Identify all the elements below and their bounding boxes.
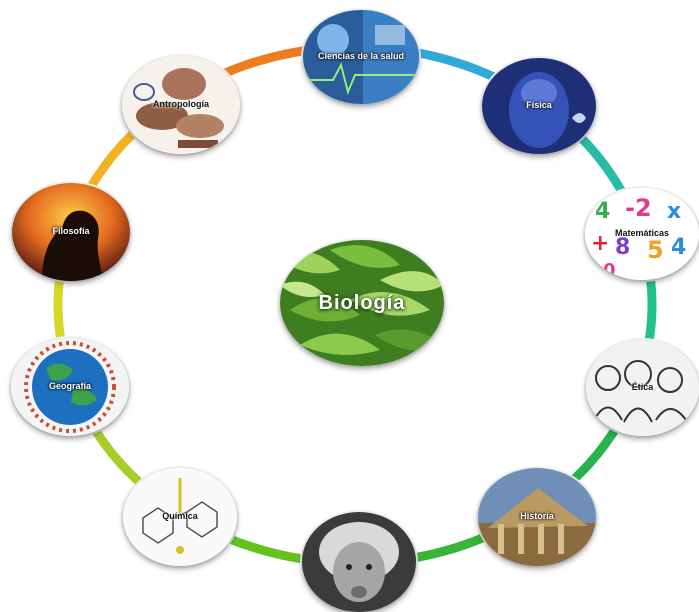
node-antropologia[interactable]: Antropología xyxy=(122,56,240,154)
svg-text:5: 5 xyxy=(647,236,664,264)
node-label: Ética xyxy=(631,382,654,393)
node-label: Química xyxy=(162,511,198,522)
svg-text:+: + xyxy=(591,231,609,256)
node-etica[interactable]: Ética xyxy=(586,340,699,436)
node-label: Matemáticas xyxy=(614,228,670,239)
numbers-image: 4 -2 x + 8 5 4 0 xyxy=(585,188,699,280)
node-label: Antropología xyxy=(153,99,209,110)
node-quimica[interactable]: Química xyxy=(123,468,237,566)
svg-text:-2: -2 xyxy=(625,194,652,222)
node-geografia[interactable]: Geografía xyxy=(11,338,129,436)
node-label: Historia xyxy=(520,511,554,522)
history-ruins-image xyxy=(478,468,596,566)
node-ciencias-de-la-salud[interactable]: Ciencias de la salud xyxy=(303,10,419,104)
physics-image xyxy=(482,58,596,154)
skulls-image xyxy=(122,56,240,154)
node-einstein-portrait[interactable] xyxy=(302,512,416,612)
svg-text:4: 4 xyxy=(595,199,610,224)
svg-text:8: 8 xyxy=(615,235,630,260)
svg-text:x: x xyxy=(667,199,681,224)
node-label: Física xyxy=(526,100,552,111)
node-historia[interactable]: Historia xyxy=(478,468,596,566)
health-science-image xyxy=(303,10,419,104)
molecule-image xyxy=(123,468,237,566)
node-label: Ciencias de la salud xyxy=(317,51,405,62)
node-label: Geografía xyxy=(48,381,91,392)
node-filosofia[interactable]: Filosofía xyxy=(12,183,130,281)
leaves-image xyxy=(280,240,444,366)
center-node-biologia[interactable]: Biología xyxy=(280,240,444,366)
einstein-portrait-image xyxy=(302,512,416,612)
svg-text:0: 0 xyxy=(603,260,616,280)
svg-text:4: 4 xyxy=(671,235,686,260)
node-matematicas[interactable]: 4 -2 x + 8 5 4 0 Matemáticas xyxy=(585,188,699,280)
center-label: Biología xyxy=(318,292,406,314)
node-label: Filosofía xyxy=(52,226,90,237)
globe-image xyxy=(11,338,129,436)
node-fisica[interactable]: Física xyxy=(482,58,596,154)
ethics-cartoon-image xyxy=(586,340,699,436)
philosophy-head-image xyxy=(12,183,130,281)
